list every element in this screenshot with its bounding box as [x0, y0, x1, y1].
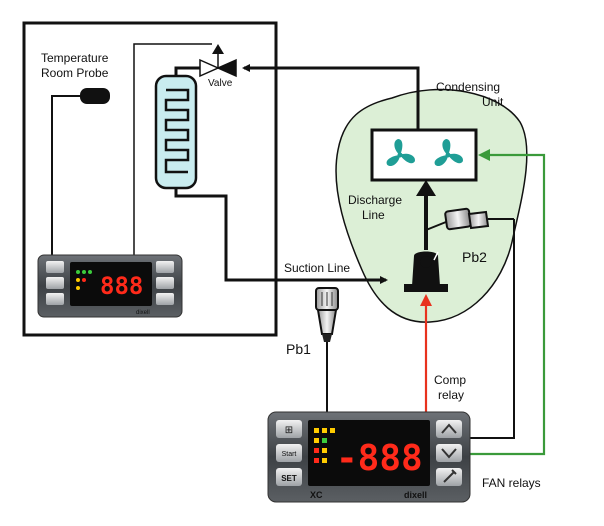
valve-label: Valve — [208, 78, 233, 89]
liquid-line-pipe — [174, 66, 200, 78]
liquid-return-pipe — [242, 64, 420, 130]
discharge-line-label-line2: Line — [362, 208, 385, 222]
discharge-arrow — [416, 180, 436, 196]
set-button-label: SET — [281, 474, 297, 483]
suction-line-pipe — [174, 186, 388, 284]
chevron-up-icon — [441, 423, 457, 434]
start-button-label: Start — [282, 451, 297, 458]
fan-relay-arrow — [478, 149, 490, 161]
pb2-wire — [470, 219, 515, 439]
chevron-down-icon — [441, 448, 457, 459]
fan-icon — [386, 139, 415, 166]
main-controller: ⊞ Start SET -888 XC dixell — [267, 411, 471, 503]
temp-probe-label-line2: Room Probe — [41, 66, 109, 80]
fan-icon — [434, 139, 463, 166]
cold-room-box — [22, 21, 278, 337]
small-controller: 888 dixell — [37, 254, 183, 318]
wrench-icon — [443, 469, 457, 483]
compressor — [404, 251, 448, 292]
main-controller-model: XC — [310, 490, 323, 500]
comp-relay-label-line2: relay — [438, 388, 464, 402]
pb1-label: Pb1 — [286, 341, 311, 357]
up-button[interactable] — [436, 420, 462, 438]
down-button[interactable] — [436, 444, 462, 462]
menu-button-icon: ⊞ — [285, 425, 293, 436]
room-probe — [51, 88, 110, 255]
expansion-valve — [199, 44, 237, 78]
small-controller-display: 888 — [100, 272, 143, 300]
discharge-line-label-line1: Discharge — [348, 193, 402, 207]
main-controller-display: -888 — [336, 438, 423, 479]
fan-relays-label: FAN relays — [482, 476, 541, 490]
pb2-probe — [425, 207, 514, 231]
temp-probe-label-line1: Temperature — [41, 51, 109, 65]
condensing-unit-label-line2: Unit — [482, 95, 504, 109]
valve-control-wire — [133, 43, 212, 255]
small-controller-brand: dixell — [136, 310, 150, 316]
main-controller-brand: dixell — [404, 490, 427, 500]
pb1-probe — [315, 287, 339, 412]
menu-button[interactable] — [276, 420, 302, 438]
pb2-label: Pb2 — [462, 249, 487, 265]
suction-line-label: Suction Line — [284, 261, 350, 275]
condensing-unit-label-line1: Condensing — [436, 80, 500, 94]
set-button[interactable] — [276, 468, 302, 486]
start-button[interactable] — [276, 444, 302, 462]
evaporator-coil — [154, 74, 198, 190]
comp-relay-arrow — [420, 294, 432, 306]
condenser-fans — [370, 128, 478, 182]
comp-relay-label-line1: Comp — [434, 373, 466, 387]
fan-relay-wire — [470, 153, 546, 456]
